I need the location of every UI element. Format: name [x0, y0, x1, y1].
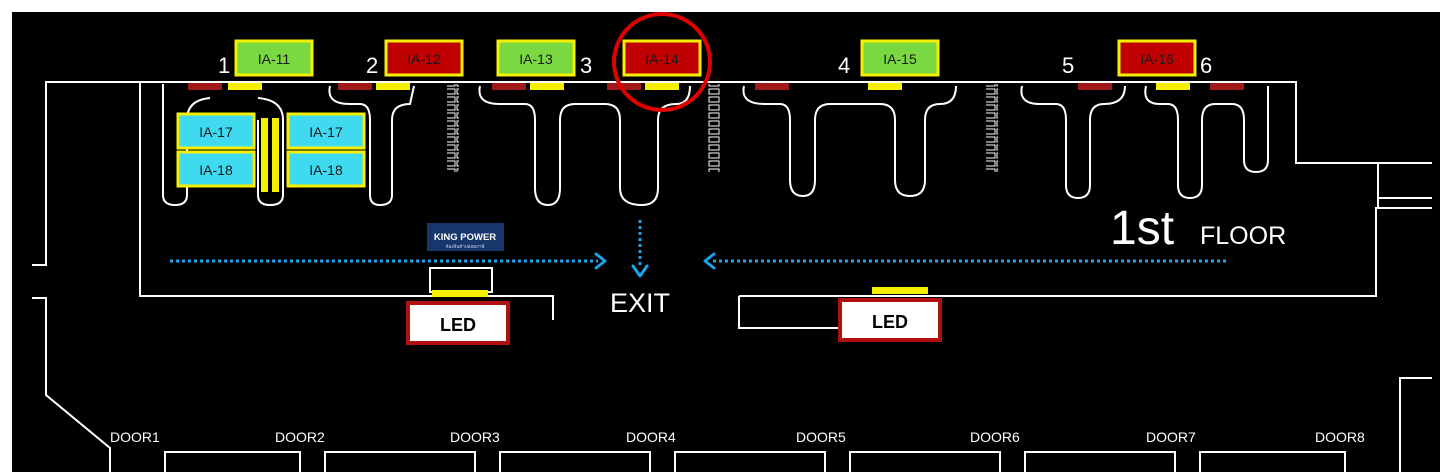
gate-numbers: 1 2 3 4 5 6 [218, 53, 1212, 78]
led-box-1[interactable]: LED [406, 301, 510, 345]
ad-panel-ia-11[interactable]: IA-11 [234, 39, 314, 77]
gate-number: 4 [838, 53, 850, 78]
door-label: DOOR8 [1315, 429, 1365, 445]
logo-text: KING POWER [434, 232, 496, 243]
ad-panel-ia-18-left[interactable]: IA-18 [176, 150, 256, 188]
ad-panel-ia-12[interactable]: IA-12 [384, 39, 464, 77]
exit-label: EXIT [610, 288, 670, 318]
flow-arrows [170, 220, 1226, 268]
gate-number: 6 [1200, 53, 1212, 78]
pillar-strips [261, 118, 279, 192]
ad-panel-label: IA-14 [645, 51, 679, 67]
ad-panel-ia-11-box [234, 39, 314, 77]
ad-panel-ia-15[interactable]: IA-15 [860, 39, 940, 77]
led-label: LED [440, 315, 476, 335]
ad-panel-ia-15-box [860, 39, 940, 77]
escalator-strip [986, 84, 998, 172]
gate-number: 1 [218, 53, 230, 78]
ad-panel-label: IA-11 [258, 51, 291, 67]
door-label: DOOR5 [796, 429, 846, 445]
floor-label-big: 1st [1110, 202, 1174, 255]
logo-subtext: ห้องสินค้าปลอดภาษี [446, 244, 485, 250]
arrow-heads [594, 252, 716, 278]
led-label: LED [872, 312, 908, 332]
ad-panel-label: IA-18 [199, 162, 233, 178]
door-openings [164, 451, 1346, 472]
ad-panel-label: IA-17 [199, 124, 233, 140]
highlight-ring [612, 12, 712, 112]
door-label: DOOR3 [450, 429, 500, 445]
wall-markers [188, 83, 1244, 297]
gate-number: 2 [366, 53, 378, 78]
ad-panel-label: IA-18 [309, 162, 343, 178]
ad-panel-ia-17-left[interactable]: IA-17 [176, 112, 256, 150]
ad-panel-ia-16[interactable]: IA-16 [1117, 39, 1197, 77]
ad-panel-ia-13[interactable]: IA-13 [496, 39, 576, 77]
led-box-2[interactable]: LED [838, 298, 942, 342]
ad-panel-ia-14[interactable]: IA-14 [622, 39, 702, 77]
door-label: DOOR6 [970, 429, 1020, 445]
outer-walls [32, 81, 1432, 472]
ad-panel-ia-12-box [384, 39, 464, 77]
door-label: DOOR7 [1146, 429, 1196, 445]
ad-panel-ia-18-right[interactable]: IA-18 [286, 150, 366, 188]
door-label: DOOR4 [626, 429, 676, 445]
ad-panel-ia-17-right[interactable]: IA-17 [286, 112, 366, 150]
escalator-strip [708, 84, 720, 172]
door-labels: DOOR1 DOOR2 DOOR3 DOOR4 DOOR5 DOOR6 DOOR… [110, 429, 1365, 445]
gate-piers [162, 84, 1269, 207]
ad-panel-label: IA-13 [519, 51, 553, 67]
gate-number: 3 [580, 53, 592, 78]
ad-panel-ia-14-box [622, 39, 702, 77]
gate-number: 5 [1062, 53, 1074, 78]
ad-panel-label: IA-12 [407, 51, 441, 67]
floor-label-small: FLOOR [1200, 222, 1286, 250]
ad-panel-ia-13-box [496, 39, 576, 77]
door-label: DOOR1 [110, 429, 160, 445]
ad-panel-label: IA-15 [883, 51, 917, 67]
door-label: DOOR2 [275, 429, 325, 445]
ad-panel-label: IA-16 [1140, 51, 1174, 67]
ad-panel-ia-16-box [1117, 39, 1197, 77]
escalator-strip [447, 84, 459, 172]
king-power-logo: KING POWER ห้องสินค้าปลอดภาษี [427, 223, 504, 251]
ad-panel-label: IA-17 [309, 124, 343, 140]
